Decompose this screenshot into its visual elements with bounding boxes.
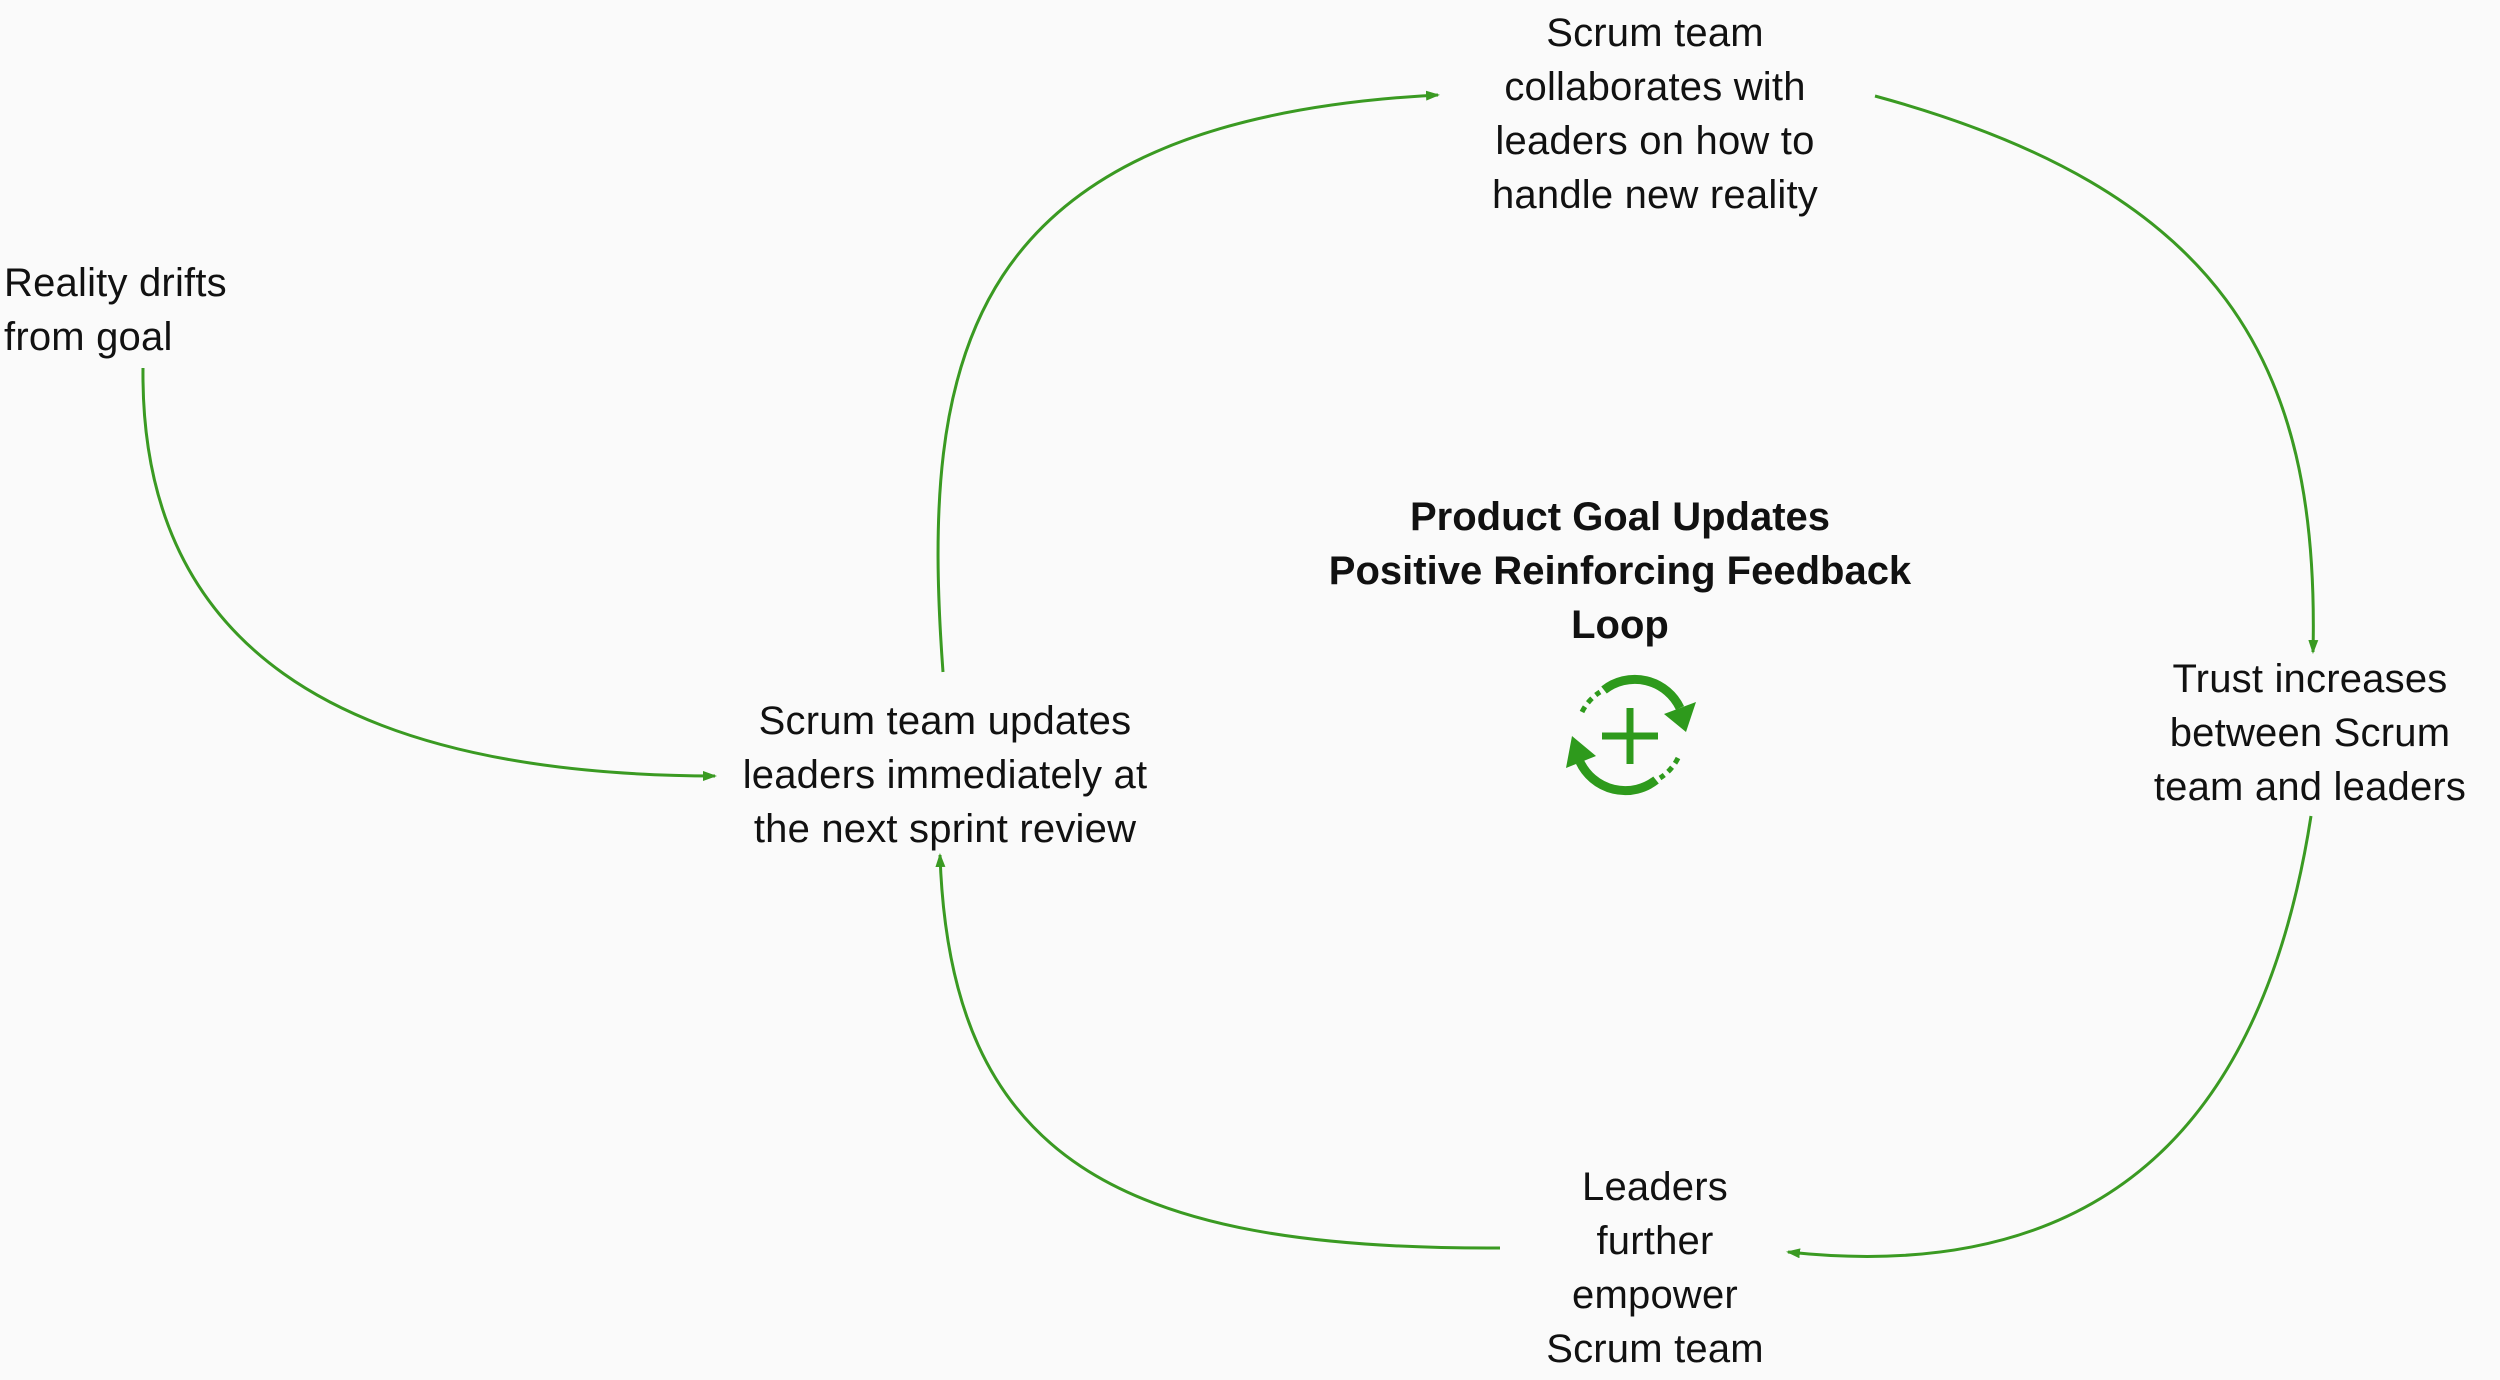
arrow-updates-to-collaborates <box>936 90 1440 673</box>
arrow-collaborates-to-trust <box>1874 94 2319 654</box>
node-team-updates: Scrum team updates leaders immediately a… <box>742 699 1148 851</box>
reinforcing-loop-plus-icon <box>1566 674 1696 796</box>
arrow-trust-to-empower <box>1786 815 2313 1259</box>
node-trust-increases: Trust increases between Scrum team and l… <box>2153 657 2467 809</box>
node-team-collaborates: Scrum team collaborates with leaders on … <box>1491 11 1819 217</box>
diagram-title: Product Goal Updates Positive Reinforcin… <box>1328 495 1912 647</box>
node-leaders-empower: Leaders further empower Scrum team <box>1546 1165 1764 1371</box>
arrow-empower-to-updates <box>935 853 1501 1250</box>
arrow-reality-to-updates <box>141 367 717 781</box>
node-reality-drifts: Reality drifts from goal <box>4 261 227 359</box>
